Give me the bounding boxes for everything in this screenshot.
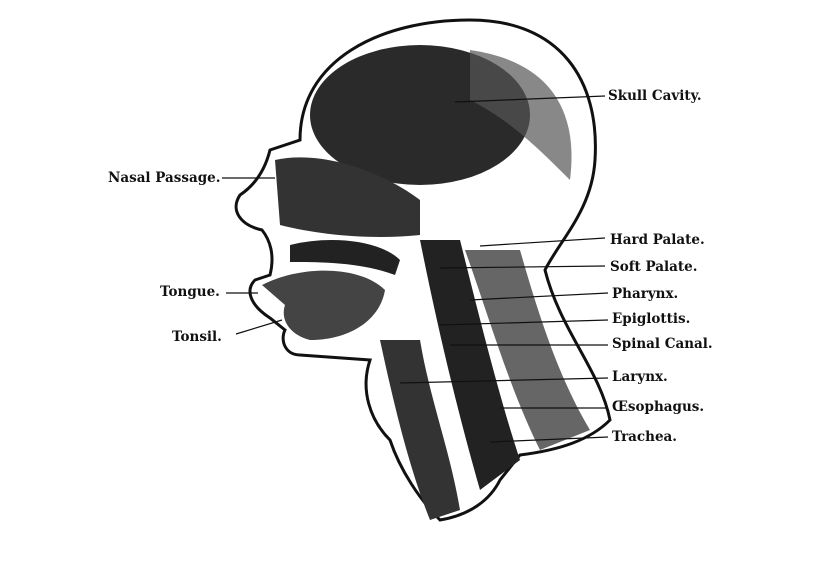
spine — [420, 240, 520, 490]
label-epiglottis: Epiglottis. — [612, 311, 691, 327]
label-oesophagus: Œsophagus. — [612, 399, 705, 415]
label-pharynx: Pharynx. — [612, 286, 679, 302]
label-larynx: Larynx. — [612, 369, 668, 385]
neck — [380, 340, 460, 520]
tongue — [262, 270, 385, 340]
nasal-passage — [275, 157, 420, 237]
label-tongue: Tongue. — [160, 284, 220, 300]
label-tonsil: Tonsil. — [172, 329, 222, 345]
label-soft-palate: Soft Palate. — [610, 259, 698, 275]
label-trachea: Trachea. — [612, 429, 677, 445]
label-hard-palate: Hard Palate. — [610, 232, 705, 248]
label-nasal-passage: Nasal Passage. — [108, 170, 221, 186]
label-skull-cavity: Skull Cavity. — [608, 88, 702, 104]
leader-lines — [222, 95, 609, 443]
label-spinal-canal: Spinal Canal. — [612, 336, 713, 352]
